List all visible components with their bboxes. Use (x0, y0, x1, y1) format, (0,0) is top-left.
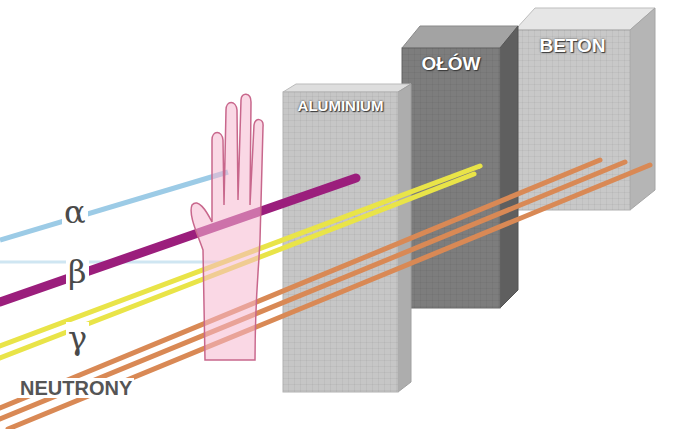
material-label: OŁÓW (421, 53, 480, 75)
shield-block: OŁÓW (402, 48, 500, 308)
shield-block: BETON (515, 30, 630, 210)
material-label: BETON (539, 35, 605, 57)
radiation-name: NEUTRONY (18, 378, 134, 398)
material-label: ALUMINIUM (298, 97, 384, 114)
neutron-ray (0, 160, 650, 429)
radiation-symbol: γ (66, 322, 89, 354)
aluminium-plate (283, 84, 411, 392)
shield-block: ALUMINIUM (283, 92, 398, 392)
radiation-symbol: α (62, 196, 88, 228)
radiation-symbol: β (66, 256, 89, 288)
lead-block (402, 26, 518, 308)
hand (191, 94, 263, 360)
